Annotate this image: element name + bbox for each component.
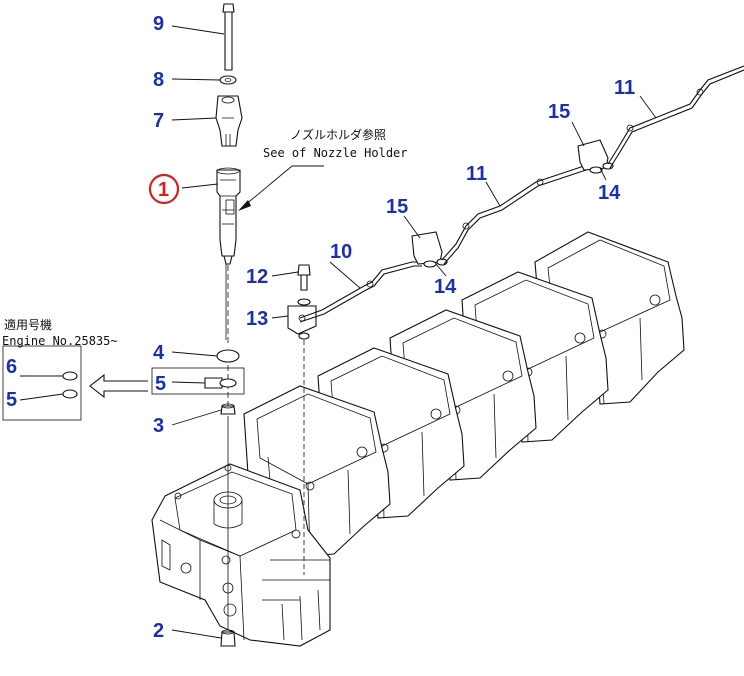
applicable-en: Engine No.25835~ bbox=[2, 334, 118, 348]
callout-8: 8 bbox=[153, 69, 164, 91]
head-front bbox=[151, 463, 331, 647]
head-cover-2 bbox=[243, 385, 391, 557]
callout-1: 1 bbox=[158, 179, 169, 201]
callout-5-main: 5 bbox=[155, 373, 166, 395]
part-oring-4 bbox=[216, 349, 240, 363]
callout-12: 12 bbox=[246, 266, 268, 288]
callout-5-inset: 5 bbox=[6, 389, 17, 411]
callout-4: 4 bbox=[153, 342, 165, 364]
cylinder-head-block bbox=[151, 231, 685, 647]
callout-3: 3 bbox=[153, 415, 164, 437]
callout-labels: 9 8 7 1 4 5 3 2 12 13 10 15 14 11 15 14 … bbox=[6, 13, 635, 642]
reference-notes: ノズルホルダ参照 See of Nozzle Holder 適用号機 Engin… bbox=[2, 127, 408, 348]
callout-11-lower: 11 bbox=[466, 163, 487, 185]
callout-14-upper: 14 bbox=[598, 182, 621, 204]
callout-9: 9 bbox=[153, 13, 164, 35]
nozzle-ref-en: See of Nozzle Holder bbox=[263, 146, 408, 160]
part-injector-1 bbox=[216, 167, 241, 340]
callout-1-highlight: 1 bbox=[148, 173, 180, 205]
leader-lines bbox=[19, 25, 657, 639]
injector-stack bbox=[215, 3, 243, 647]
part-nut-2 bbox=[220, 629, 236, 647]
applicability-inset bbox=[2, 345, 245, 421]
callout-15-upper: 15 bbox=[548, 101, 570, 123]
callout-6: 6 bbox=[6, 356, 17, 378]
callout-7: 7 bbox=[153, 110, 164, 132]
callout-14-lower: 14 bbox=[434, 276, 457, 298]
mounting-bolt-group bbox=[287, 264, 317, 575]
part-sleeve-3 bbox=[220, 403, 236, 415]
callout-2: 2 bbox=[153, 620, 164, 642]
part-bolt-9 bbox=[222, 3, 235, 71]
callout-10: 10 bbox=[330, 241, 352, 263]
callout-11-upper: 11 bbox=[614, 77, 635, 99]
part-washer-8 bbox=[219, 75, 237, 85]
nozzle-ref-jp: ノズルホルダ参照 bbox=[290, 127, 386, 142]
part-clamp-7 bbox=[215, 95, 243, 147]
callout-13: 13 bbox=[246, 308, 268, 330]
applicable-jp: 適用号機 bbox=[4, 317, 52, 332]
callout-15-lower: 15 bbox=[386, 196, 408, 218]
